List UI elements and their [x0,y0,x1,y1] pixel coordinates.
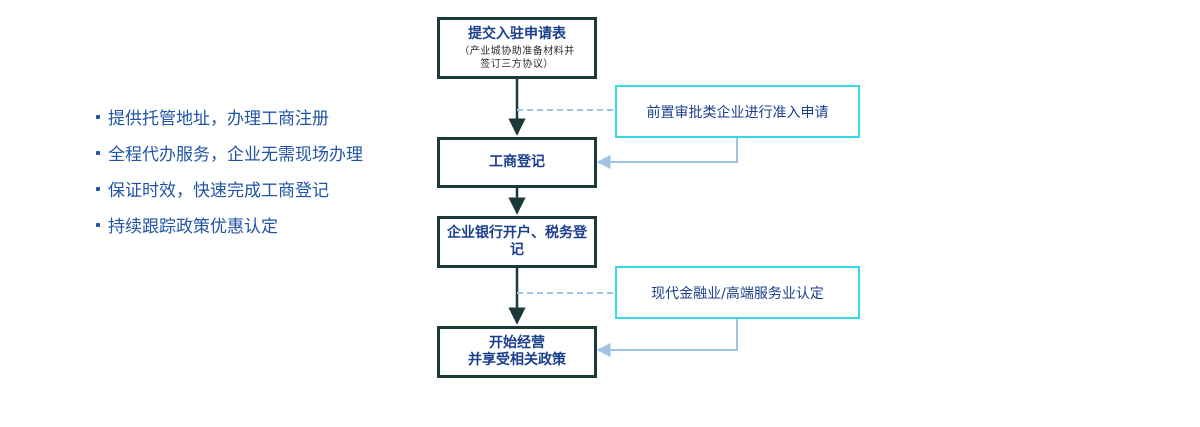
feature-item-label: 保证时效，快速完成工商登记 [108,181,329,201]
step-title: 工商登记 [489,154,545,170]
step-start-operation: 开始经营 并享受相关政策 [437,326,597,378]
side-label: 前置审批类企业进行准入申请 [646,104,829,121]
step-title: 提交入驻申请表 [468,25,566,42]
step-note: （产业城协助准备材料并 签订三方协议） [459,45,575,71]
step-title-line: 开始经营 [489,335,545,351]
side-pre-approval: 前置审批类企业进行准入申请 [615,85,860,138]
feature-list: 提供托管地址，办理工商注册 全程代办服务，企业无需现场办理 保证时效，快速完成工… [96,106,363,250]
step-title-line: 企业银行开户、税务登 [447,225,587,241]
feature-item-label: 提供托管地址，办理工商注册 [108,109,329,129]
step-note-line: 签订三方协议） [480,58,554,70]
feature-item: 保证时效，快速完成工商登记 [96,178,363,214]
feature-item: 提供托管地址，办理工商注册 [96,106,363,142]
feature-item-label: 全程代办服务，企业无需现场办理 [108,145,363,165]
feature-item-label: 持续跟踪政策优惠认定 [108,217,278,237]
bullet-dot-icon [96,187,100,191]
return-pre-approval-to-registration [596,138,738,169]
bullet-dot-icon [96,151,100,155]
bullet-dot-icon [96,115,100,119]
feature-item: 全程代办服务，企业无需现场办理 [96,142,363,178]
side-label: 现代金融业/高端服务业认定 [651,285,824,302]
feature-item: 持续跟踪政策优惠认定 [96,214,363,250]
bullet-dot-icon [96,223,100,227]
return-finance-to-start [596,319,738,357]
step-submit-application: 提交入驻申请表 （产业城协助准备材料并 签订三方协议） [437,17,597,79]
step-title-line: 记 [510,242,524,258]
step-bank-tax-registration: 企业银行开户、税务登 记 [437,216,597,268]
side-finance-certification: 现代金融业/高端服务业认定 [615,266,860,319]
step-note-line: （产业城协助准备材料并 [459,45,575,57]
step-business-registration: 工商登记 [437,137,597,188]
step-title-line: 并享受相关政策 [468,352,566,368]
